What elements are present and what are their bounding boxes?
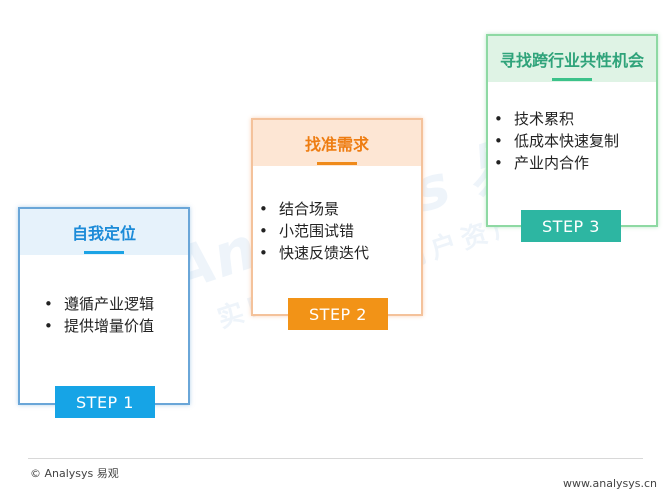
step-3-item: 技术累积 bbox=[494, 108, 619, 130]
step-3-item: 低成本快速复制 bbox=[494, 130, 619, 152]
step-2-item: 小范围试错 bbox=[259, 220, 369, 242]
step-1-list: 遵循产业逻辑 提供增量价值 bbox=[44, 293, 154, 337]
step-3-item: 产业内合作 bbox=[494, 152, 619, 174]
step-2-title-underline bbox=[317, 162, 357, 165]
step-1-label: STEP 1 bbox=[55, 386, 155, 418]
step-3-list: 技术累积 低成本快速复制 产业内合作 bbox=[494, 108, 619, 174]
step-3-title: 寻找跨行业共性机会 bbox=[488, 36, 656, 82]
step-2-title: 找准需求 bbox=[253, 120, 421, 166]
step-2-label: STEP 2 bbox=[288, 298, 388, 330]
step-3-label: STEP 3 bbox=[521, 210, 621, 242]
step-3-card: 寻找跨行业共性机会 技术累积 低成本快速复制 产业内合作 bbox=[486, 34, 658, 227]
step-2-item: 结合场景 bbox=[259, 198, 369, 220]
step-1-card: 自我定位 遵循产业逻辑 提供增量价值 bbox=[18, 207, 190, 405]
footer-url: www.analysys.cn bbox=[563, 477, 657, 490]
step-1-title: 自我定位 bbox=[20, 209, 188, 255]
step-2-list: 结合场景 小范围试错 快速反馈迭代 bbox=[259, 198, 369, 264]
step-1-title-underline bbox=[84, 251, 124, 254]
step-1-item: 提供增量价值 bbox=[44, 315, 154, 337]
step-3-title-underline bbox=[552, 78, 592, 81]
footer-copyright: © Analysys 易观 bbox=[30, 467, 119, 480]
step-1-item: 遵循产业逻辑 bbox=[44, 293, 154, 315]
footer-divider bbox=[28, 458, 643, 459]
step-2-card: 找准需求 结合场景 小范围试错 快速反馈迭代 bbox=[251, 118, 423, 316]
step-2-item: 快速反馈迭代 bbox=[259, 242, 369, 264]
